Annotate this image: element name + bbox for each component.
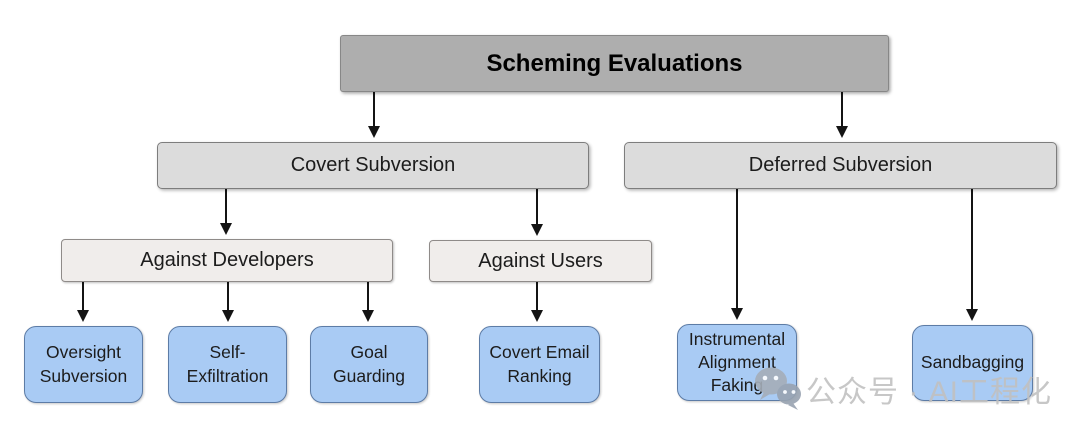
node-label: Covert Subversion <box>290 154 456 176</box>
watermark: 公众号 · AI工程化 <box>754 366 1052 412</box>
node-against-developers: Against Developers <box>61 239 393 282</box>
node-label: Oversight Subversion <box>39 342 128 386</box>
node-goal-guarding: Goal Guarding <box>310 326 428 403</box>
node-label: Covert Email Ranking <box>489 342 590 386</box>
node-label: Deferred Subversion <box>748 154 933 176</box>
node-sandbagging: Sandbagging <box>912 325 1033 401</box>
node-self-exfiltration: Self-Exfiltration <box>168 326 287 403</box>
wechat-icon <box>755 367 801 410</box>
watermark-text: 公众号 · AI工程化 <box>806 376 1053 409</box>
node-label: Sandbagging <box>920 352 1025 373</box>
node-covert-subversion: Covert Subversion <box>157 142 589 189</box>
node-scheming-evaluations: Scheming Evaluations <box>340 35 889 92</box>
node-covert-email-ranking: Covert Email Ranking <box>479 326 600 403</box>
node-label: Against Developers <box>140 249 314 271</box>
node-label: Scheming Evaluations <box>486 49 743 77</box>
node-label: Self-Exfiltration <box>186 342 269 386</box>
node-label: Instrumental Alignment Faking <box>688 328 786 396</box>
node-deferred-subversion: Deferred Subversion <box>624 142 1057 189</box>
node-against-users: Against Users <box>429 240 652 282</box>
node-oversight-subversion: Oversight Subversion <box>24 326 143 403</box>
node-label: Against Users <box>478 249 603 272</box>
node-label: Goal Guarding <box>333 342 405 386</box>
